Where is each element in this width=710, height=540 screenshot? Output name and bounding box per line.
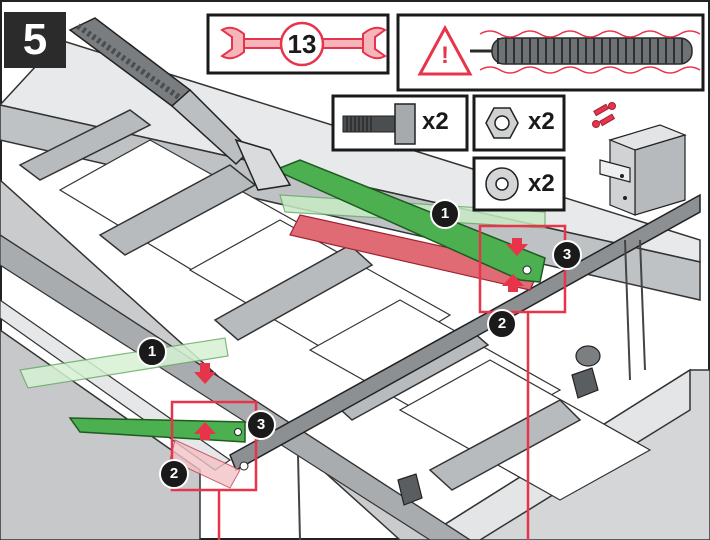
frame-middle-rail-shadow xyxy=(0,234,472,540)
straps xyxy=(297,239,646,540)
bolt-icon xyxy=(342,103,416,145)
callout-1-upper: 1 xyxy=(430,199,460,229)
callout-3-lower: 3 xyxy=(246,410,276,440)
bumpers xyxy=(397,345,601,506)
red-arrows xyxy=(194,238,528,440)
spring-cylinder xyxy=(68,17,252,166)
step-number-badge: 5 xyxy=(4,12,66,68)
washer-icon xyxy=(485,167,519,201)
callout-2-lower: 2 xyxy=(159,459,189,489)
callout-3-upper: 3 xyxy=(552,240,582,270)
callout-1-lower: 1 xyxy=(137,337,167,367)
spring-icon xyxy=(470,30,701,74)
callout-2-upper: 2 xyxy=(487,309,517,339)
bolt-qty: x2 xyxy=(422,108,449,135)
screws-icon xyxy=(592,102,616,128)
bracket-upper xyxy=(234,138,292,191)
drawer-cabinet-icon xyxy=(599,124,687,216)
steel-tube xyxy=(229,193,701,472)
detail-box-lower xyxy=(170,400,258,492)
nut-qty: x2 xyxy=(528,108,555,135)
wrench-size-label: 13 xyxy=(287,29,317,59)
warning-triangle-icon xyxy=(417,24,473,76)
warning-exclamation: ! xyxy=(441,42,449,69)
washer-qty: x2 xyxy=(528,170,555,197)
nut-icon xyxy=(485,107,519,139)
wrench-size-circle xyxy=(279,21,325,67)
